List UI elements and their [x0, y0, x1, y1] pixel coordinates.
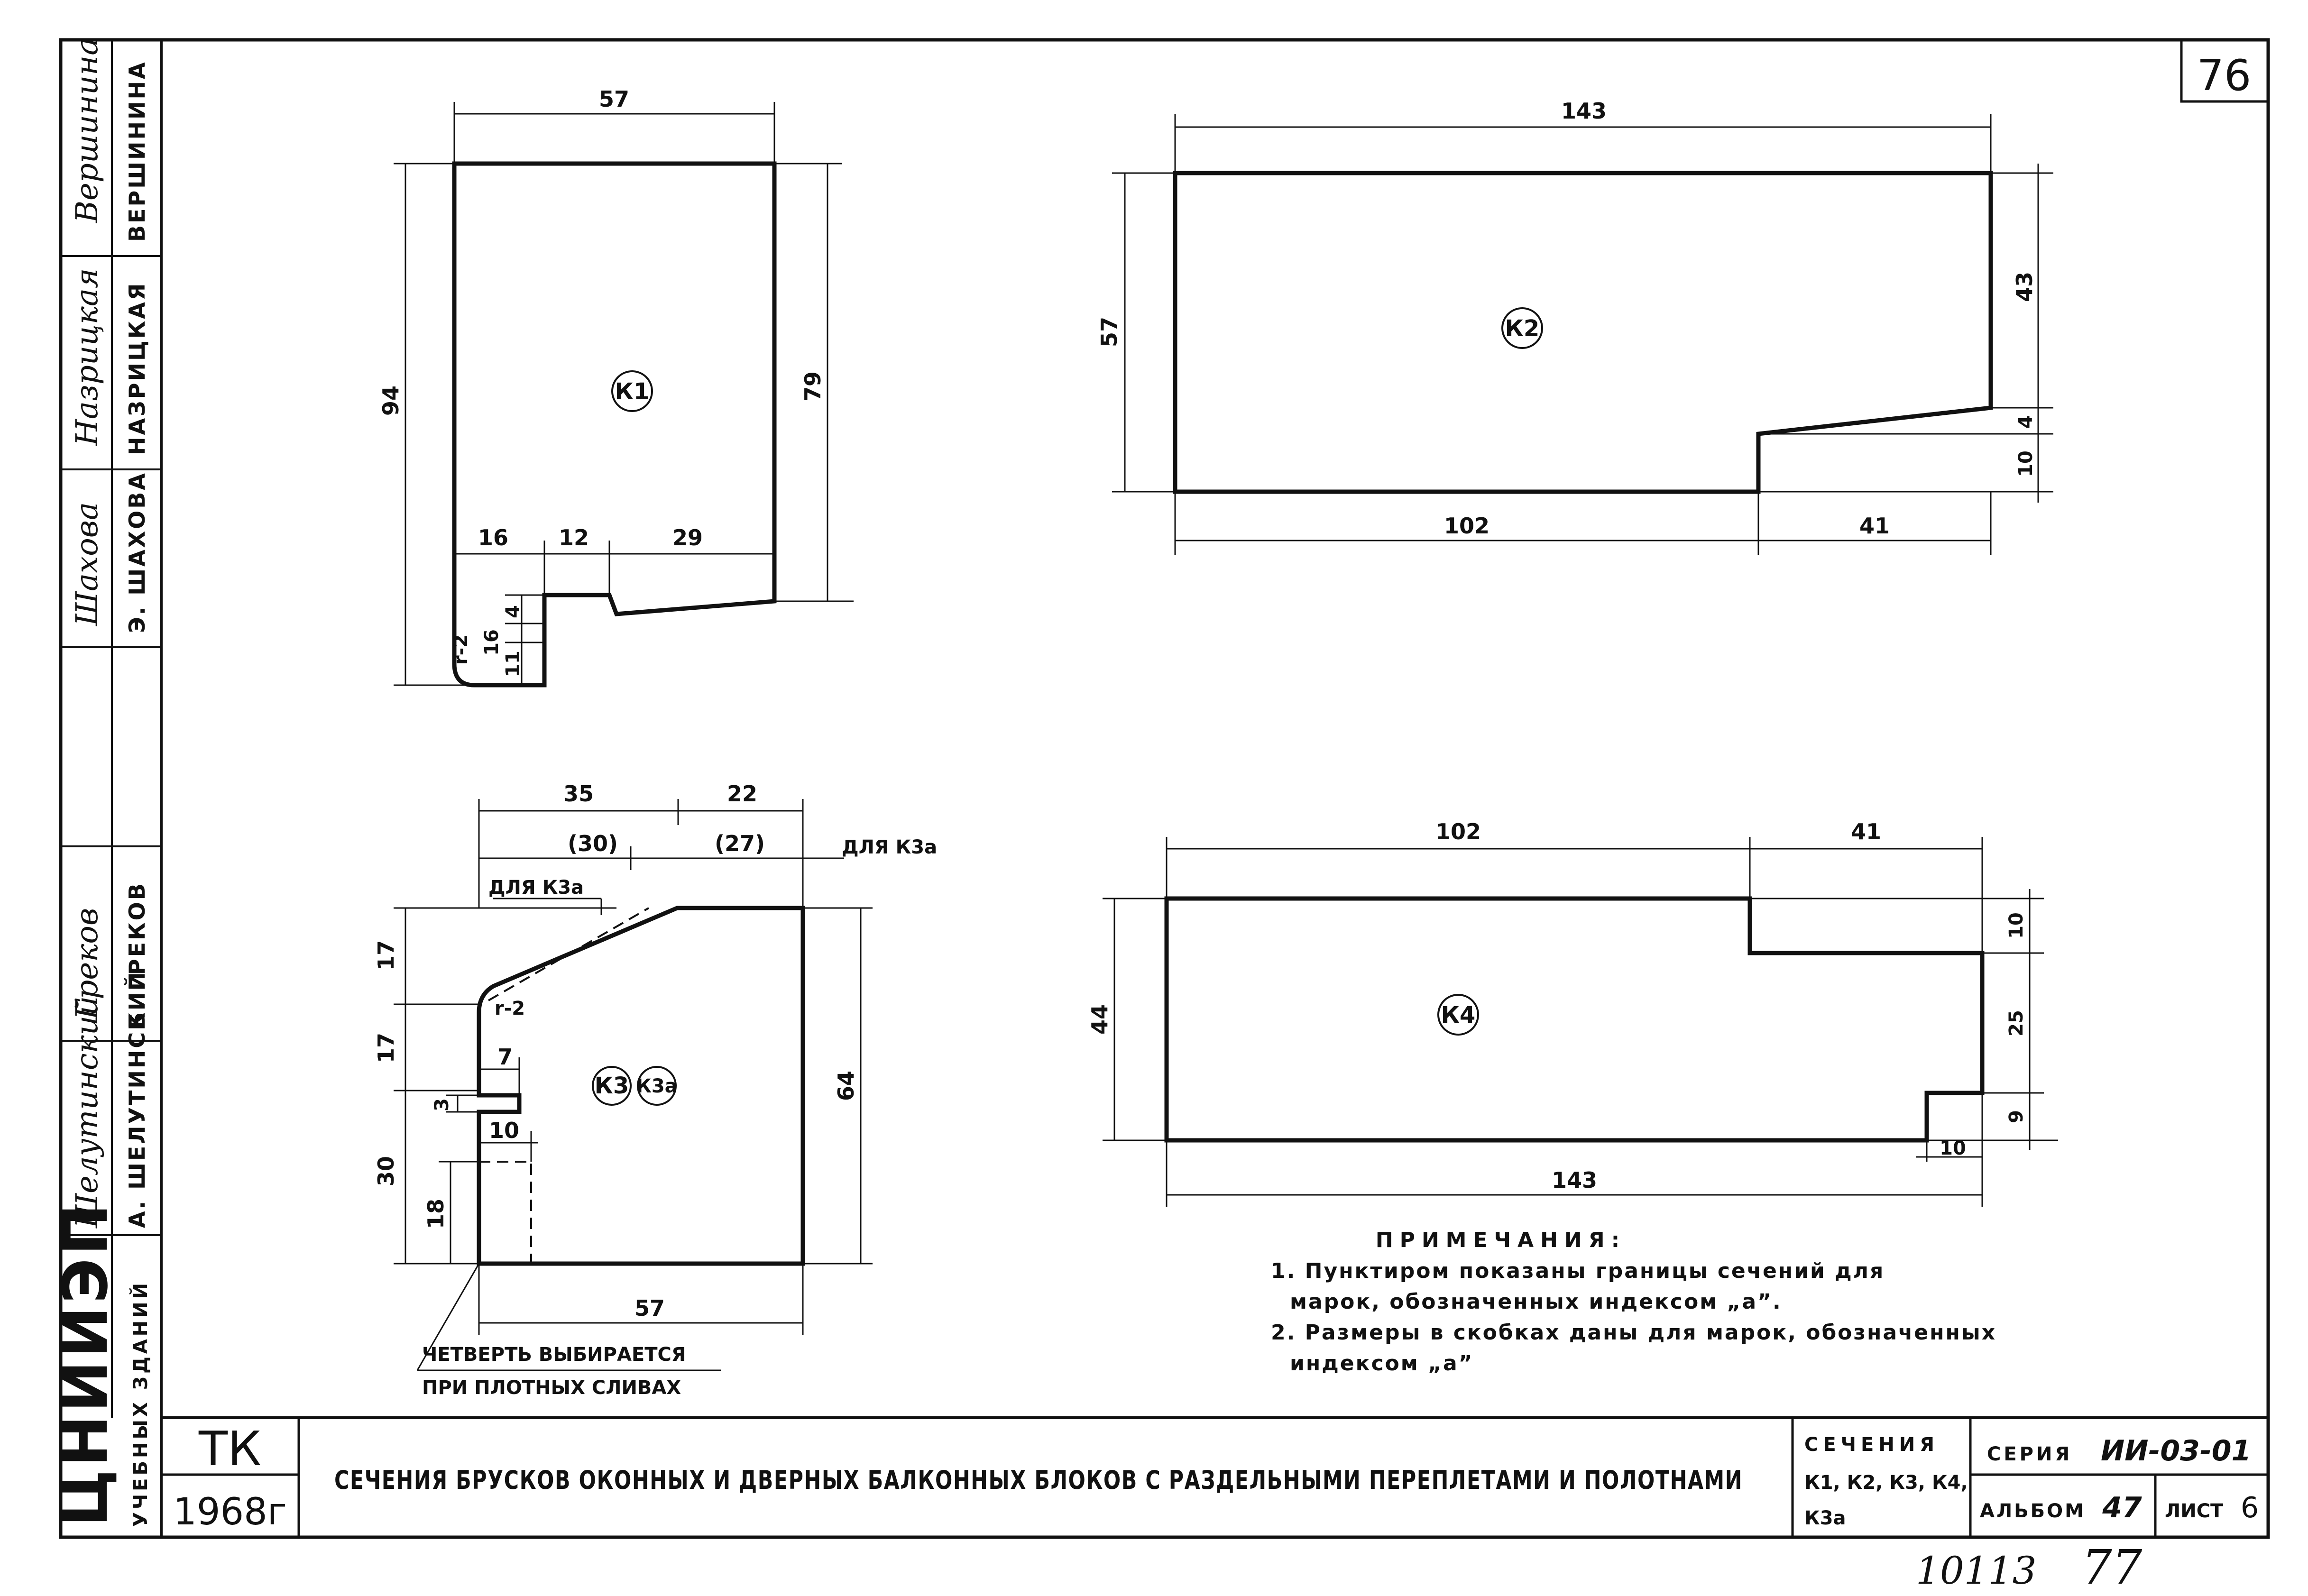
k1-label: К1 — [615, 378, 650, 405]
k4-dim-r3: 9 — [2005, 1110, 2027, 1123]
stamp-name-4: Б. ГРЕКОВ — [124, 881, 150, 1029]
k3-dim-n10: 10 — [489, 1118, 519, 1143]
k1-dim-radius: r-2 — [450, 634, 472, 665]
stamp-signature-2: Назрицкая — [70, 268, 105, 446]
title-sheet-value: 6 — [2241, 1491, 2259, 1524]
k3-dim-l1: 17 — [373, 940, 399, 971]
k3-dim-right: 64 — [833, 1071, 859, 1101]
k3a-dashed-outline — [479, 907, 649, 1264]
page-number: 76 — [2197, 51, 2252, 101]
k3a-label: К3а — [636, 1075, 678, 1097]
k3-dim-bottom: 57 — [634, 1295, 665, 1321]
title-album-value: 47 — [2102, 1491, 2142, 1524]
k4-dim-top2: 41 — [1851, 819, 1881, 844]
k1-dim-seg3: 29 — [672, 525, 703, 550]
title-block: ТК 1968г СЕЧЕНИЯ БРУСКОВ ОКОННЫХ И ДВЕРН… — [161, 1418, 2268, 1537]
notes-line-1b: марок, обозначенных индексом „а”. — [1290, 1290, 1782, 1314]
k2-outline — [1173, 171, 1993, 494]
k4-dim-left: 44 — [1087, 1004, 1113, 1035]
k4-dim-r2: 25 — [2005, 1010, 2027, 1036]
stamp-name-5: А. ШЕЛУТИНСКИЙ — [124, 970, 150, 1228]
k3-dim-top1b: (30) — [568, 831, 618, 856]
section-k4: К4 102 41 44 10 25 9 143 10 — [1087, 819, 2058, 1207]
k3-dim-n7: 7 — [497, 1044, 513, 1070]
k4-dim-b10: 10 — [1940, 1137, 1966, 1159]
title-series-value: ИИ-03-01 — [2101, 1434, 2251, 1468]
k3-dim-s1: 3 — [431, 1098, 453, 1111]
k3-label: К3 — [595, 1073, 629, 1099]
title-section-marks-2: К3а — [1804, 1507, 1846, 1529]
k3-dim-top1: 35 — [563, 781, 594, 807]
k3-dim-l3: 30 — [373, 1156, 399, 1186]
stamp-signature-4: Греков — [70, 908, 105, 1020]
k4-label: К4 — [1441, 1002, 1476, 1028]
stamp-signature-5: Шелутинский — [70, 996, 105, 1229]
k4-outline — [1164, 896, 1985, 1143]
stamp-name-2: НАЗРИЦКАЯ — [124, 282, 150, 455]
title-text: СЕЧЕНИЯ БРУСКОВ ОКОННЫХ И ДВЕРНЫХ БАЛКОН… — [334, 1465, 1743, 1495]
notes-heading: ПРИМЕЧАНИЯ: — [1376, 1228, 1626, 1252]
stamp-org-sub: УЧЕБНЫХ ЗДАНИЙ — [129, 1280, 152, 1527]
k3-dim-l2: 17 — [373, 1033, 399, 1063]
title-section-marks: К1, К2, К3, К4, — [1804, 1472, 1968, 1494]
k4-dim-bottom: 143 — [1552, 1167, 1597, 1193]
k1-dim-seg1: 16 — [478, 525, 508, 550]
k2-dim-bot1: 102 — [1444, 513, 1490, 539]
k1-dim-seg2: 12 — [559, 525, 589, 550]
k2-dim-r2: 4 — [2015, 415, 2037, 429]
title-year: 1968г — [173, 1491, 286, 1533]
k3-dim-top2: 22 — [727, 781, 757, 807]
k3-note-rebate-2: ПРИ ПЛОТНЫХ СЛИВАХ — [422, 1377, 681, 1399]
section-k3: К3 К3а 35 22 (30) (27) ДЛЯ К3а ДЛЯ К3а 1… — [373, 781, 937, 1399]
bottom-inventory-number: 10113 — [1916, 1549, 2037, 1593]
notes-line-2b: индексом „а” — [1290, 1351, 1474, 1376]
notes-line-2a: 2. Размеры в скобках даны для марок, обо… — [1271, 1321, 1996, 1345]
side-stamp-text: ВЕРШИНИНА Вершинина НАЗРИЦКАЯ Назрицкая … — [49, 37, 152, 1527]
section-k1: К1 57 94 79 16 12 29 16 4 11 r-2 — [378, 86, 854, 688]
k2-dim-r1: 43 — [2012, 272, 2037, 302]
k1-dim-v3: 11 — [502, 651, 524, 677]
side-stamp — [61, 255, 161, 1236]
k1-dim-left: 94 — [378, 385, 404, 416]
stamp-org: ЦНИИЭП — [49, 1201, 121, 1527]
k1-dim-v1: 16 — [481, 629, 503, 656]
sheet-frame — [59, 38, 2270, 1539]
k4-dim-r1: 10 — [2005, 912, 2027, 939]
k1-dim-right: 79 — [800, 371, 826, 402]
k1-dim-top: 57 — [599, 86, 629, 112]
k3-for-k3a: ДЛЯ К3а — [488, 877, 584, 899]
title-code: ТК — [198, 1421, 261, 1477]
title-section-label: СЕЧЕНИЯ — [1804, 1434, 1939, 1456]
k3-for-k3a-top: ДЛЯ К3а — [842, 836, 937, 858]
notes-line-1a: 1. Пунктиром показаны границы сечений дл… — [1271, 1259, 1885, 1283]
bottom-page-number: 77 — [2082, 1540, 2142, 1595]
stamp-signature-1: Вершинина — [70, 37, 105, 223]
k2-dim-bot2: 41 — [1859, 513, 1890, 539]
k3-dim-top2b: (27) — [715, 831, 765, 856]
k3-dim-l4: 18 — [423, 1199, 449, 1229]
k2-dim-left: 57 — [1096, 317, 1122, 347]
k3-outline — [477, 906, 805, 1266]
k4-dim-top1: 102 — [1435, 819, 1481, 844]
k1-dim-v2: 4 — [502, 605, 524, 618]
k2-dim-top: 143 — [1561, 98, 1607, 124]
stamp-signature-3: Шахова — [70, 502, 105, 626]
k2-dim-r3: 10 — [2015, 450, 2037, 477]
k3-dim-radius: r-2 — [495, 998, 525, 1019]
title-sheet-label: ЛИСТ — [2165, 1500, 2224, 1522]
title-album-label: АЛЬБОМ — [1980, 1500, 2086, 1522]
stamp-name-1: ВЕРШИНИНА — [124, 60, 150, 242]
section-k2: К2 143 57 43 4 10 102 41 — [1096, 98, 2053, 555]
k3-note-rebate: ЧЕТВЕРТЬ ВЫБИРАЕТСЯ — [422, 1344, 686, 1366]
notes-block: ПРИМЕЧАНИЯ: 1. Пунктиром показаны границ… — [1271, 1228, 1996, 1376]
title-series-label: СЕРИЯ — [1987, 1443, 2072, 1465]
page-number-box: 76 — [2180, 38, 2270, 103]
k2-label: К2 — [1505, 315, 1540, 342]
stamp-name-3: Э. ШАХОВА — [124, 471, 150, 633]
